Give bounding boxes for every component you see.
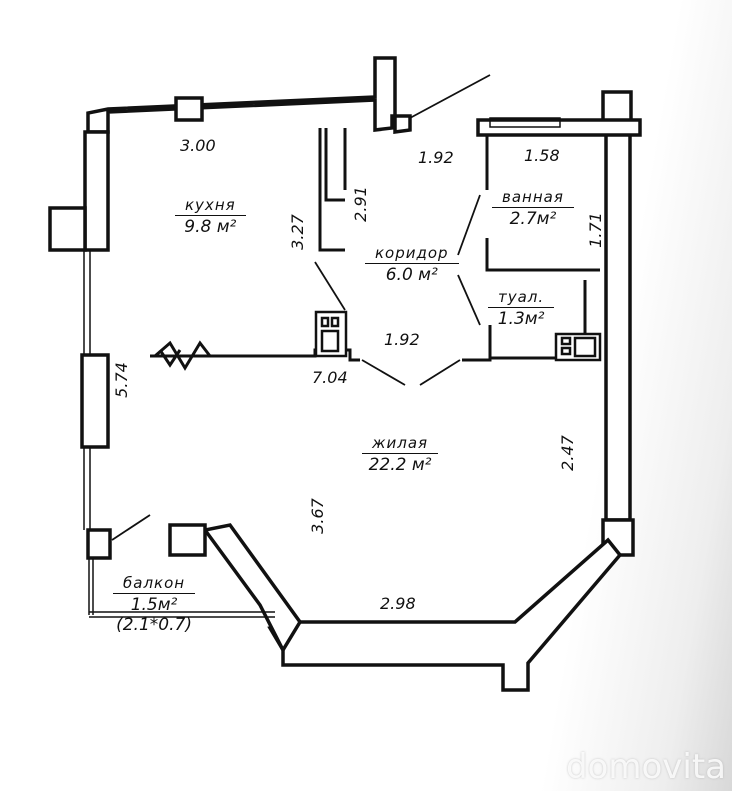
room-name: жилая — [362, 436, 439, 454]
wall-break-symbol — [154, 340, 212, 371]
stove — [314, 310, 348, 358]
room-corridor: коридор 6.0 м² — [365, 246, 459, 284]
room-area: 1.3м² — [497, 309, 545, 329]
room-bathroom: ванная 2.7м² — [492, 190, 574, 228]
room-toilet: туал. 1.3м² — [488, 290, 555, 329]
top-column — [174, 96, 204, 122]
watermark: domovita — [565, 747, 726, 787]
dim-kitchen-depth: 3.27 — [287, 214, 307, 250]
diag-wall — [201, 523, 303, 654]
dim-right-height: 2.47 — [557, 435, 577, 471]
dim-kitchen-width: 3.00 — [180, 136, 216, 155]
right-top-column — [601, 90, 633, 124]
left-wall-upper — [83, 130, 110, 252]
bottom-wall — [267, 537, 623, 692]
dim-bottom-width: 2.98 — [380, 594, 416, 613]
dim-corridor-wall: 2.91 — [350, 186, 370, 222]
room-name: ванная — [492, 190, 574, 208]
room-area: 22.2 м² — [368, 455, 432, 475]
room-name: туал. — [488, 290, 555, 308]
left-wall-mid — [80, 353, 110, 449]
room-area: 2.7м² — [509, 209, 557, 229]
right-wall — [604, 123, 632, 522]
dim-bath-width: 1.58 — [524, 146, 560, 165]
dim-corridor-top: 1.92 — [418, 148, 454, 167]
room-kitchen: кухня 9.8 м² — [175, 198, 246, 236]
left-column — [86, 528, 112, 560]
dim-left-height: 5.74 — [111, 362, 131, 398]
room-living: жилая 22.2 м² — [362, 436, 439, 475]
dim-bath-depth: 1.71 — [585, 212, 605, 248]
room-name: балкон — [113, 576, 196, 594]
room-name: коридор — [365, 246, 459, 264]
room-area: 9.8 м² — [184, 217, 237, 237]
room-name: кухня — [175, 198, 246, 216]
left-bump — [48, 206, 87, 252]
top-wall — [86, 56, 412, 134]
room-area: 1.5м² — [130, 595, 178, 615]
dim-total-width: 7.04 — [312, 368, 348, 387]
sink — [554, 332, 602, 362]
dim-corridor-bottom: 1.92 — [384, 330, 420, 349]
balcony-size: (2.1*0.7) — [116, 615, 192, 635]
chimney — [168, 523, 207, 557]
room-balcony: балкон 1.5м² (2.1*0.7) — [113, 576, 196, 635]
dim-living-depth: 3.67 — [307, 498, 327, 534]
room-area: 6.0 м² — [385, 265, 438, 285]
